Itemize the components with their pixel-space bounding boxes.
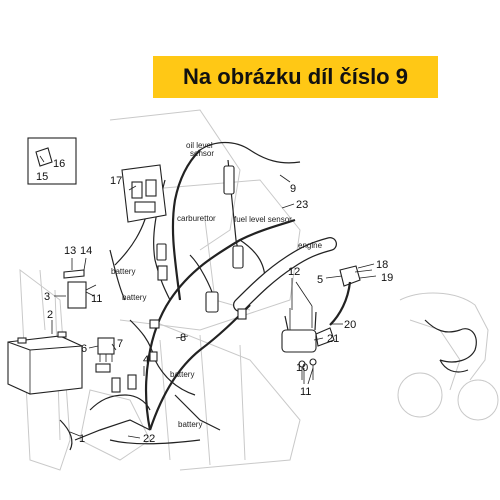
callout-1: 1 xyxy=(79,433,85,445)
callout-5: 5 xyxy=(317,274,323,286)
callout-10: 10 xyxy=(296,362,308,374)
callout-18: 18 xyxy=(376,259,388,271)
title-banner: Na obrázku díl číslo 9 xyxy=(153,56,438,98)
callout-6: 6 xyxy=(81,343,87,355)
relay-6 xyxy=(95,337,115,373)
callout-4: 4 xyxy=(143,354,149,366)
callout-14: 14 xyxy=(80,245,92,257)
callout-11-left: 11 xyxy=(91,293,102,305)
leader-lines xyxy=(39,155,377,439)
callout-11-right: 11 xyxy=(300,386,311,398)
callout-22: 22 xyxy=(143,433,155,445)
callout-8: 8 xyxy=(180,332,186,344)
battery-2 xyxy=(7,331,83,395)
label-fuel-level-sensor: fuel level sensor xyxy=(234,215,292,224)
callout-2: 2 xyxy=(47,309,53,321)
callout-numbers: 1 2 3 4 5 6 7 8 9 10 11 11 12 13 14 15 1… xyxy=(36,158,393,445)
callout-21: 21 xyxy=(327,333,339,345)
callout-17: 17 xyxy=(110,175,122,187)
part-3-unit xyxy=(63,269,97,309)
callout-20: 20 xyxy=(344,319,356,331)
label-battery-4: battery xyxy=(178,420,202,429)
label-oil-level: oil level xyxy=(186,141,213,150)
callout-9: 9 xyxy=(290,183,296,195)
label-battery-2: battery xyxy=(122,293,146,302)
label-battery-3: battery xyxy=(170,370,194,379)
callout-3: 3 xyxy=(44,291,50,303)
banner-text: Na obrázku díl číslo 9 xyxy=(183,64,408,89)
label-sensor: sensor xyxy=(190,149,214,158)
callout-13: 13 xyxy=(64,245,76,257)
label-engine: engine xyxy=(298,241,323,250)
callout-19: 19 xyxy=(381,272,393,284)
engine-side-assembly xyxy=(281,265,373,380)
callout-23: 23 xyxy=(296,199,308,211)
label-carburettor: carburettor xyxy=(177,214,216,223)
callout-7: 7 xyxy=(117,338,123,350)
engine-cable-tube xyxy=(233,237,337,312)
fuse-box xyxy=(27,137,77,185)
control-unit-17 xyxy=(121,164,167,223)
scooter-silhouette xyxy=(397,292,499,421)
component-labels: oil level sensor carburettor fuel level … xyxy=(111,141,323,429)
callout-16: 16 xyxy=(53,158,65,170)
connectors xyxy=(111,165,247,393)
callout-12: 12 xyxy=(288,266,300,278)
callout-15: 15 xyxy=(36,171,48,183)
label-battery-1: battery xyxy=(111,267,135,276)
